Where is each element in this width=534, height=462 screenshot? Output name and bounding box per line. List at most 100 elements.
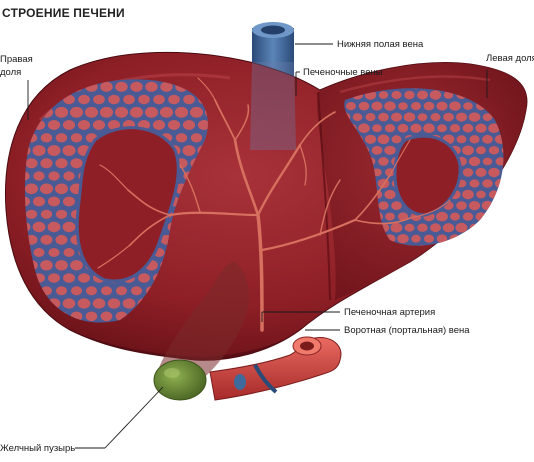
label-left-lobe: Левая доля xyxy=(486,53,534,64)
lobule-cell xyxy=(482,134,493,144)
lobule-cell xyxy=(417,90,428,100)
lobule-cell xyxy=(138,273,150,283)
lobule-cell xyxy=(495,223,504,233)
lobule-cell xyxy=(398,102,408,110)
lobule-cell xyxy=(436,234,448,243)
lobule-cell xyxy=(423,123,435,133)
lobule-cell xyxy=(443,112,454,122)
lobule-cell xyxy=(77,120,91,130)
lobule-cell xyxy=(352,113,363,121)
lobule-cell xyxy=(417,223,428,232)
lobule-cell xyxy=(469,223,480,232)
lobule-cell xyxy=(25,183,38,195)
lobule-cell xyxy=(378,157,389,166)
lobule-cell xyxy=(48,196,60,207)
lobule-cell xyxy=(71,286,82,296)
lobule-cell xyxy=(182,145,196,156)
lobule-cell xyxy=(391,90,402,100)
lobule-cell xyxy=(33,196,45,207)
lobule-cell xyxy=(423,101,435,111)
lobule-cell xyxy=(501,234,504,243)
lobule-cell xyxy=(404,90,415,100)
lobule-cell xyxy=(488,167,500,178)
lobule-cell xyxy=(107,120,121,130)
lobule-cell xyxy=(48,171,60,181)
lobule-cell xyxy=(384,189,396,200)
lobule-cell xyxy=(384,101,396,111)
lobule-cell xyxy=(468,112,481,122)
lobule-cell xyxy=(40,234,53,245)
lobule-cell xyxy=(364,134,377,144)
lobule-cell xyxy=(62,120,76,130)
portal-vein xyxy=(209,336,342,401)
lobule-cell xyxy=(77,298,91,309)
label-right-lobe-line2: доля xyxy=(0,67,21,78)
lobule-cell xyxy=(462,189,474,200)
lobule-cell xyxy=(33,248,45,257)
lobule-cell xyxy=(377,134,390,145)
lobule-cell xyxy=(116,286,127,296)
ivc-through-liver xyxy=(250,62,296,150)
lobule-cell xyxy=(476,234,486,243)
lobule-cell xyxy=(475,167,487,177)
lobule-cell xyxy=(25,81,38,92)
lobule-cell xyxy=(463,102,473,110)
lobule-cell xyxy=(183,94,195,105)
lobule-cell xyxy=(48,273,60,283)
lobule-cell xyxy=(436,211,448,222)
lobule-cell xyxy=(481,245,494,246)
lobule-cell xyxy=(55,209,68,219)
lobule-cell xyxy=(397,212,409,221)
lobule-cell xyxy=(167,120,181,130)
lobule-cell xyxy=(469,135,480,144)
lobule-cell xyxy=(63,171,75,181)
lobule-cell xyxy=(502,168,504,177)
lobule-cell xyxy=(159,106,174,118)
lobule-cell xyxy=(482,113,493,121)
lobule-cell xyxy=(99,106,114,118)
lobule-cell xyxy=(101,286,112,296)
lobule-cell xyxy=(160,81,173,92)
lobule-cell xyxy=(129,106,144,118)
label-portal-vein: Воротная (портальная) вена xyxy=(344,325,470,336)
lobule-cell xyxy=(24,196,30,207)
lobule-cell xyxy=(93,94,105,105)
lobule-cell xyxy=(462,168,474,177)
lobule-cell xyxy=(488,190,500,199)
lobule-cell xyxy=(378,201,389,210)
lobule-cell xyxy=(182,120,196,130)
lobule-cell xyxy=(174,106,189,118)
lobule-cell xyxy=(496,246,505,254)
lobule-cell xyxy=(55,133,68,143)
lobule-cell xyxy=(456,201,467,211)
lobule-cell xyxy=(449,124,461,133)
lobule-cell xyxy=(430,113,441,122)
lobule-cell xyxy=(391,112,402,122)
lobule-cell xyxy=(429,90,442,100)
lobule-cell xyxy=(372,124,382,133)
lobule-cell xyxy=(462,212,474,221)
lobule-cell xyxy=(449,234,461,244)
lobule-cell xyxy=(108,94,120,105)
lobule-cell xyxy=(358,123,370,133)
lobule-cell xyxy=(100,311,113,322)
lobule-cell xyxy=(475,212,487,222)
lobule-cell xyxy=(468,156,481,167)
lobule-cell xyxy=(24,171,30,181)
lobule-cell xyxy=(489,234,499,243)
lobule-cell xyxy=(437,124,447,133)
lobule-cell xyxy=(450,212,460,221)
lobule-cell xyxy=(40,133,53,143)
lobule-cell xyxy=(85,311,98,322)
lobule-cell xyxy=(482,179,493,188)
lobule-cell xyxy=(385,212,395,221)
lobule-cell xyxy=(443,91,454,99)
lobule-cell xyxy=(495,157,504,166)
lobule-cell xyxy=(404,223,415,232)
lobule-cell xyxy=(488,123,500,133)
lobule-cell xyxy=(455,222,468,233)
lobule-cell xyxy=(449,101,461,111)
page-title: СТРОЕНИЕ ПЕЧЕНИ xyxy=(2,6,125,20)
lobule-cell xyxy=(78,94,90,105)
